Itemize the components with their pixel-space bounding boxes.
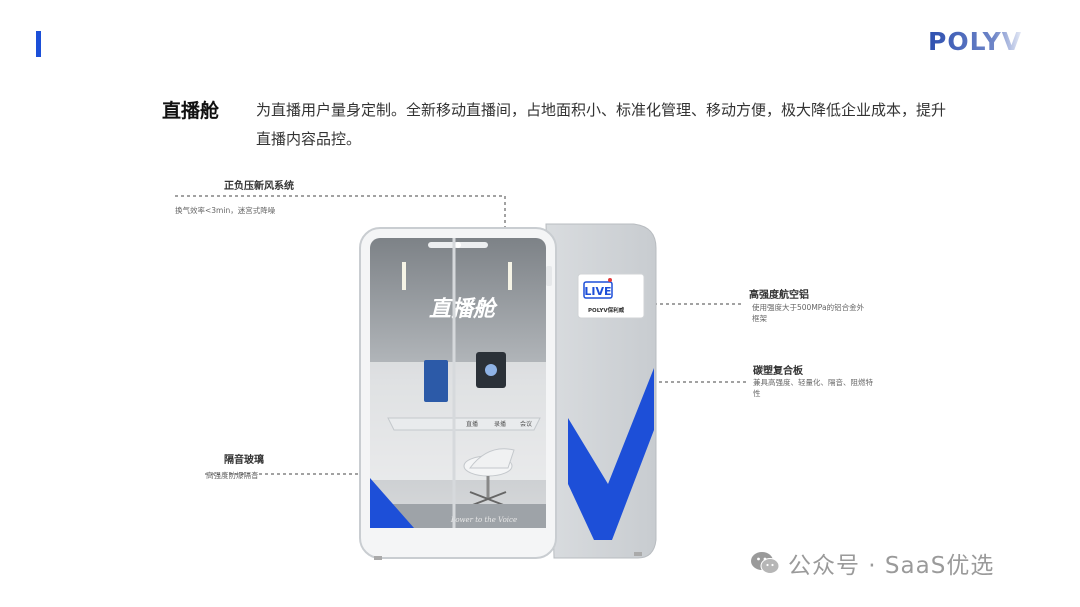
pod-floor-text: Power to the Voice	[450, 516, 517, 524]
feature-ventilation-title: 正负压新风系统	[224, 181, 294, 192]
feature-composite-title: 碳塑复合板	[753, 366, 803, 377]
front-blue-stripe	[370, 478, 414, 528]
pod-wall-text: 直播舱	[429, 296, 498, 322]
watermark-text: 公众号 · SaaS优选	[788, 553, 995, 579]
logo-text: POLYV	[928, 27, 1022, 56]
desk-button-meeting: 会议	[520, 420, 532, 428]
watermark: 公众号 · SaaS优选	[750, 546, 994, 580]
monitor-left	[424, 360, 448, 402]
page-description: 为直播用户量身定制。全新移动直播间，占地面积小、标准化管理、移动方便，极大降低企…	[256, 101, 947, 148]
wechat-icon	[751, 552, 780, 574]
feature-glass-title: 隔音玻璃	[224, 455, 264, 466]
side-blue-stripe	[568, 368, 654, 540]
desk-button-record: 录播	[494, 420, 506, 428]
desk-button-live: 直播	[466, 420, 478, 428]
feature-composite-detail: 兼具高强度、轻量化、隔音、阻燃特性	[753, 378, 873, 398]
live-pod-illustration: 直播舱 直播 录播 会议 Power to the Voice LIVE POL…	[359, 223, 657, 560]
page-heading: 直播舱	[162, 100, 220, 122]
feature-glass-detail: 高强度防爆隔音	[206, 471, 259, 480]
pod-live-badge: LIVE	[584, 285, 611, 298]
pod-panel-brand: POLYV保利威	[588, 306, 625, 314]
feature-aluminum-title: 高强度航空铝	[749, 290, 809, 301]
polyv-logo: POLYV	[928, 27, 1022, 56]
accent-bar	[36, 31, 41, 57]
leader-ventilation	[175, 195, 506, 238]
feature-aluminum-detail: 使用强度大于500MPa的铝合金外框架	[752, 303, 865, 323]
feature-ventilation-detail: 换气效率<3min，迷宫式降噪	[175, 206, 276, 215]
